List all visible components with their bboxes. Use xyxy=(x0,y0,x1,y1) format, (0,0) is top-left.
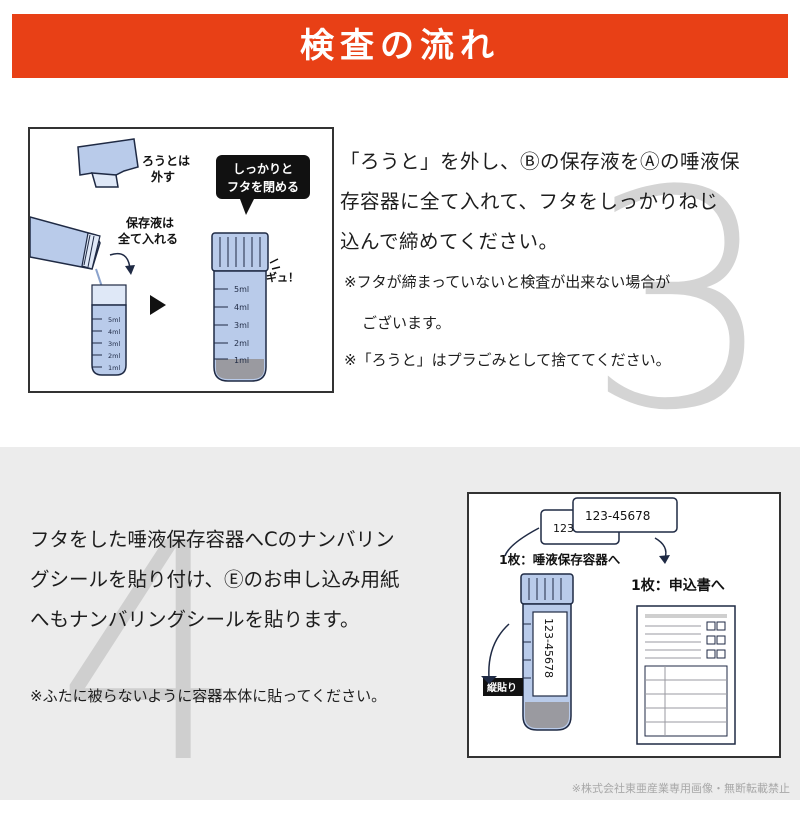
liquid-label-1: 保存液は xyxy=(125,215,174,230)
svg-text:1ml: 1ml xyxy=(234,356,249,365)
step4-line-3: へもナンバリングシールを貼ります。 xyxy=(30,608,360,631)
tube-label: 1枚：唾液保存容器へ xyxy=(499,552,621,567)
open-tube-icon xyxy=(91,284,127,376)
step3-line-3: 込んで締めてください。 xyxy=(340,230,559,253)
application-form-icon xyxy=(636,605,736,745)
form-label: 1枚：申込書へ xyxy=(631,577,725,594)
step-number-4: 4 xyxy=(55,480,246,829)
bubble-line-2: フタを閉める xyxy=(227,180,299,194)
funnel-label-2: 外す xyxy=(151,169,175,184)
step-number-3: 3 xyxy=(585,127,776,476)
closed-tube-icon xyxy=(211,232,269,382)
svg-text:1ml: 1ml xyxy=(108,364,120,372)
step3-illustration-svg: ろうとは 外す 保存液は 全て入れる 5ml 4ml 3ml 2ml xyxy=(29,138,310,382)
step4-note: ※ふたに被らないように容器本体に貼ってください。 xyxy=(30,687,387,705)
labeled-tube-icon xyxy=(520,573,574,731)
svg-text:5ml: 5ml xyxy=(234,285,249,294)
copyright-notice: ※株式会社東亜産業専用画像・無断転載禁止 xyxy=(571,782,790,795)
preservative-bottle-icon xyxy=(29,216,101,270)
tube-sticker-text: 123-45678 xyxy=(542,618,555,678)
step3-line-1: 「ろうと」を外し、Ⓑの保存液をⒶの唾液保 xyxy=(340,150,741,173)
svg-text:2ml: 2ml xyxy=(234,339,249,348)
sticker-front xyxy=(572,497,678,533)
svg-text:4ml: 4ml xyxy=(108,328,120,336)
step3-note-1: ※フタが締まっていないと検査が出来ない場合が xyxy=(344,273,671,291)
speech-bubble xyxy=(216,155,310,215)
step3-note-2: ※「ろうと」はプラごみとして捨ててください。 xyxy=(344,351,671,369)
funnel-icon xyxy=(77,138,139,188)
step4-illustration-svg: 123- 123-45678 1枚：唾液保存容器へ 1枚：申込書へ 123-45… xyxy=(481,497,736,745)
svg-text:5ml: 5ml xyxy=(108,316,120,324)
svg-text:3ml: 3ml xyxy=(234,321,249,330)
arrow-to-form-icon xyxy=(654,537,667,559)
title-banner: 検査の流れ xyxy=(12,14,788,78)
funnel-label-1: ろうとは xyxy=(142,154,190,168)
vertical-tag-text: 縦貼り xyxy=(487,681,517,694)
large-scale: 5ml 4ml 3ml 2ml 1ml xyxy=(234,285,249,365)
svg-text:3ml: 3ml xyxy=(108,340,120,348)
step3-note-1b: ございます。 xyxy=(362,314,451,332)
step4-line-1: フタをした唾液保存容器へCのナンバリン xyxy=(30,528,395,551)
next-arrow-icon xyxy=(150,295,166,315)
small-scale: 5ml 4ml 3ml 2ml 1ml xyxy=(108,316,120,372)
page-title: 検査の流れ xyxy=(300,26,500,66)
step3-illustration: ろうとは 外す 保存液は 全て入れる 5ml 4ml 3ml 2ml xyxy=(28,127,334,393)
step3-text: 「ろうと」を外し、Ⓑの保存液をⒶの唾液保 存容器に全て入れて、フタをしっかりねじ… xyxy=(340,142,780,262)
svg-text:2ml: 2ml xyxy=(108,352,120,360)
bubble-line-1: しっかりと xyxy=(233,162,293,176)
svg-text:4ml: 4ml xyxy=(234,303,249,312)
step4-text: フタをした唾液保存容器へCのナンバリン グシールを貼り付け、Ⓔのお申し込み用紙 … xyxy=(30,520,450,640)
sticker-front-text: 123-45678 xyxy=(585,509,650,523)
liquid-label-2: 全て入れる xyxy=(117,231,178,246)
step4-line-2: グシールを貼り付け、Ⓔのお申し込み用紙 xyxy=(30,568,400,591)
motion-lines-icon xyxy=(269,258,281,270)
step3-line-2: 存容器に全て入れて、フタをしっかりねじ xyxy=(340,190,719,213)
vertical-tag xyxy=(483,678,523,696)
step4-illustration: 123- 123-45678 1枚：唾液保存容器へ 1枚：申込書へ 123-45… xyxy=(467,492,781,758)
squeeze-sfx: ギュ！ xyxy=(266,270,299,284)
header: 検査の流れ xyxy=(0,0,800,95)
sticker-back-text: 123- xyxy=(553,522,578,535)
